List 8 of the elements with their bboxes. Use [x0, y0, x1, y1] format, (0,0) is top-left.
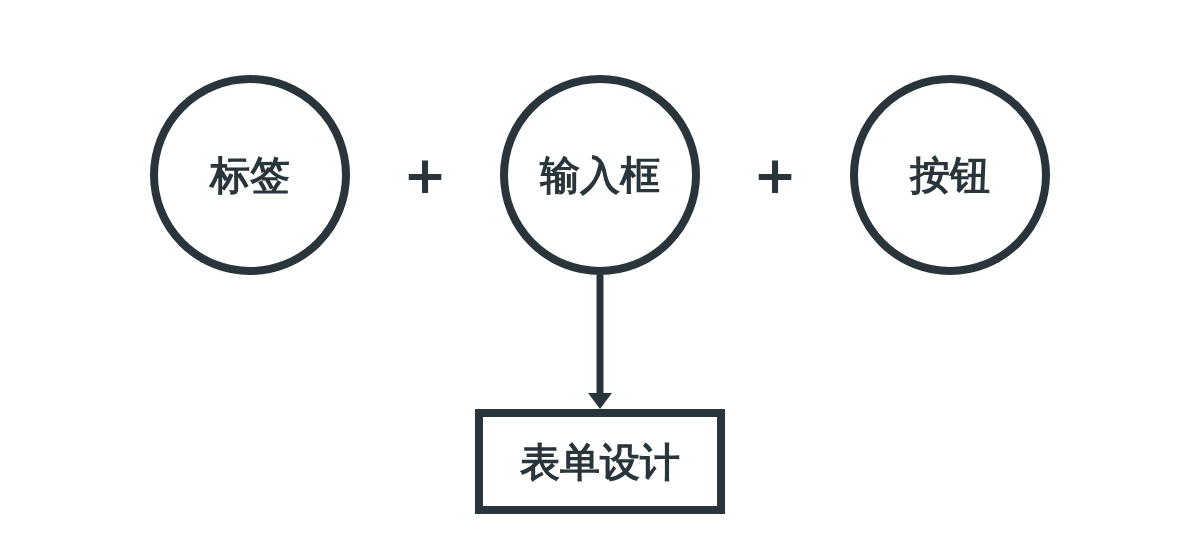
node-label: 输入框 — [540, 155, 660, 195]
node-label: 按钮 — [910, 155, 990, 195]
plus-sign: + — [753, 149, 797, 201]
plus-sign: + — [403, 149, 447, 201]
arrow — [588, 275, 612, 409]
node-label: 表单设计 — [520, 441, 680, 482]
process-box — [475, 409, 725, 514]
node-label: 标签 — [210, 155, 290, 195]
